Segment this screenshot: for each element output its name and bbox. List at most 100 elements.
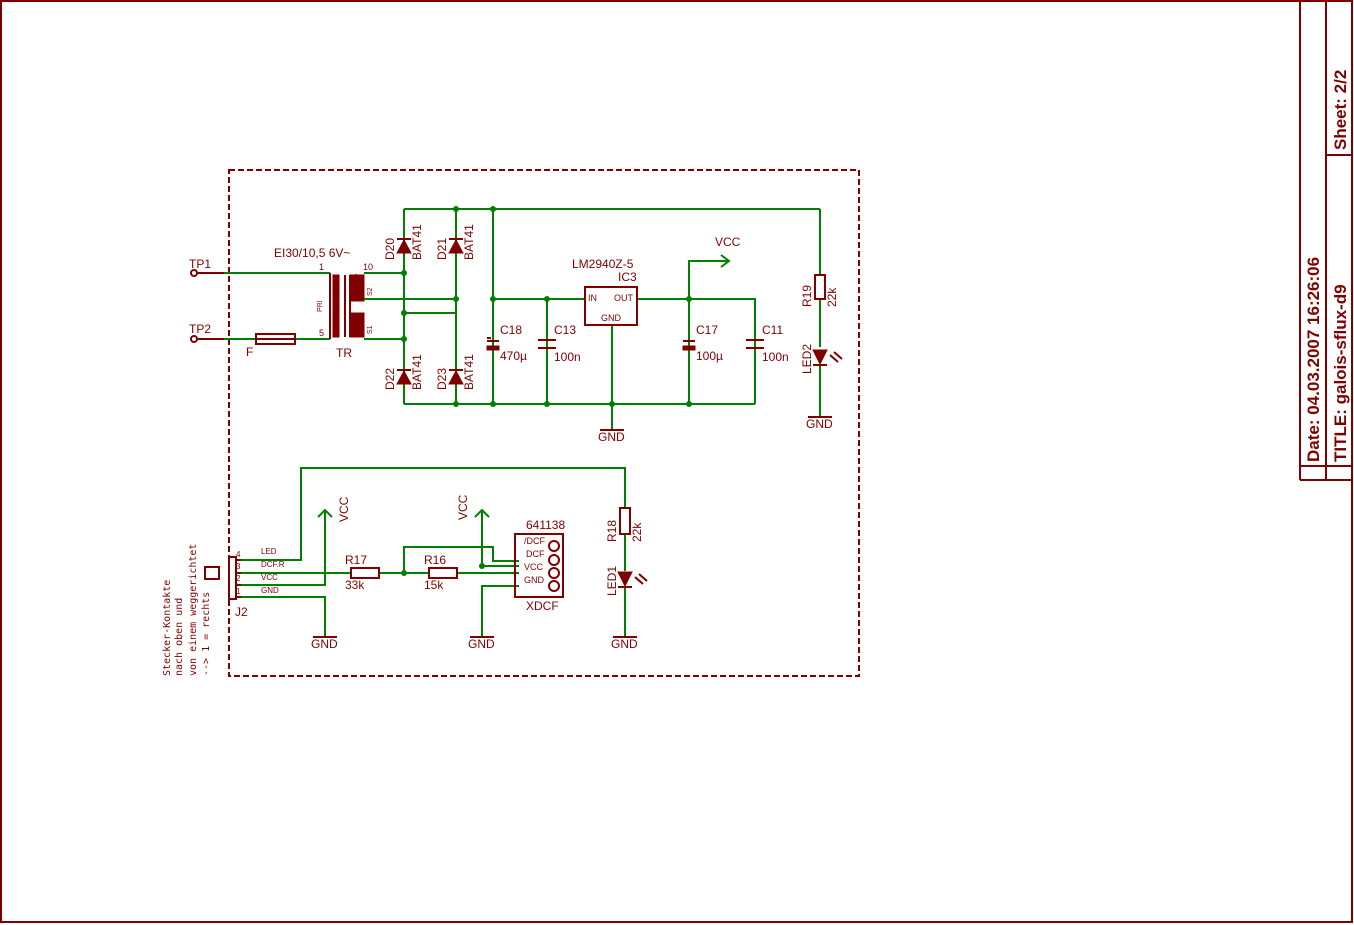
j2-pin4: 4 (236, 550, 241, 559)
gnd-symbol-j2: GND (311, 636, 338, 651)
vcc-supply-top: VCC (715, 235, 741, 268)
gnd-symbol-ic: GND (598, 429, 625, 444)
r19-label: R19 (800, 285, 814, 307)
tp2-label: TP2 (189, 322, 211, 336)
d22-label: D22 (383, 368, 397, 390)
gnd-symbol-xdcf: GND (468, 636, 495, 651)
resistor-r17: R17 33k (345, 553, 380, 592)
diode-d21: D21 BAT41 (435, 224, 476, 260)
c11-value: 100n (762, 350, 789, 364)
gnd-symbol-led1: GND (611, 636, 638, 651)
sig-gnd: GND (261, 586, 279, 595)
vcc-j2-label: VCC (337, 496, 351, 522)
c13-label: C13 (554, 323, 576, 337)
xdcf-module: 641138 XDCF /DCF DCF VCC GND (514, 518, 565, 613)
xdcf-name: XDCF (526, 599, 559, 613)
c11-label: C11 (762, 323, 783, 337)
connector-j2: J2 4 3 2 1 LED DCF.R VCC GND (204, 547, 285, 619)
ic-type: LM2940Z-5 (572, 257, 634, 271)
gnd-led1-label: GND (611, 637, 638, 651)
d20-value: BAT41 (410, 224, 424, 260)
junction-r17-r16 (401, 570, 407, 576)
transformer-s1: S1 (367, 325, 374, 334)
resistor-r16: R16 15k (424, 553, 458, 592)
gnd-j2-label: GND (311, 637, 338, 651)
fuse-label: F (246, 345, 253, 359)
transformer-name: TR (336, 346, 352, 360)
regulator-ic3: LM2940Z-5 IC3 IN OUT GND (572, 257, 638, 326)
title-label: TITLE: galois-sflux-d9 (1331, 284, 1350, 462)
transformer-tr: EI30/10,5 6V~ TR 1 5 10 PRI S2 S1 (274, 246, 404, 360)
gnd-led2-label: GND (806, 417, 833, 431)
r19-value: 22k (825, 287, 839, 307)
resistor-r18: R18 22k (605, 507, 644, 542)
r16-value: 15k (424, 578, 444, 592)
d21-label: D21 (435, 238, 449, 260)
c17-label: C17 (696, 323, 718, 337)
capacitor-c18: C18 470µ (486, 323, 527, 363)
j2-pin3: 3 (236, 562, 241, 571)
d23-label: D23 (435, 368, 449, 390)
power-junctions (401, 206, 692, 407)
gnd-xdcf-label: GND (468, 637, 495, 651)
gnd-ic-label: GND (598, 430, 625, 444)
ic-name: IC3 (618, 270, 637, 284)
transformer-pri: PRI (317, 300, 324, 312)
note-line-4: --> 1 = rechts (201, 592, 212, 676)
sheet-label: Sheet: 2/2 (1331, 70, 1350, 150)
ic-pin-gnd: GND (601, 313, 622, 323)
j2-pin1: 1 (236, 587, 241, 596)
tp2-testpoint: TP2 (189, 322, 224, 343)
d20-label: D20 (383, 238, 397, 260)
j2-pin2: 2 (236, 574, 241, 583)
resistor-r19: R19 22k (800, 274, 839, 307)
connector-section: Stecker-Kontakte nach oben und von einem… (162, 467, 648, 676)
c17-value: 100µ (696, 349, 723, 363)
d23-value: BAT41 (462, 354, 476, 390)
gnd-symbol-led2: GND (806, 416, 833, 431)
sig-led: LED (261, 547, 277, 556)
xdcf-pin-dcf: DCF (526, 549, 545, 559)
fuse: F (246, 333, 296, 359)
c18-value: 470µ (500, 349, 527, 363)
note-line-2: nach oben und (174, 598, 185, 676)
tp1-label: TP1 (189, 257, 211, 271)
led2-label: LED2 (800, 344, 814, 374)
capacitor-c11: C11 100n (746, 323, 789, 364)
j2-label: J2 (235, 605, 248, 619)
led-led1: LED1 (605, 566, 648, 596)
led-led2: LED2 (800, 344, 843, 374)
transformer-pin10: 10 (363, 262, 373, 272)
tp1-testpoint: TP1 (189, 257, 224, 277)
vcc-top-label: VCC (715, 235, 741, 249)
c13-value: 100n (554, 350, 581, 364)
transformer-pin1: 1 (319, 262, 324, 272)
junction-vcc-xdcf (479, 563, 485, 569)
sig-dcfr: DCF.R (261, 560, 285, 569)
transformer-pin5: 5 (319, 328, 324, 338)
led1-label: LED1 (605, 566, 619, 596)
ic-pin-out: OUT (614, 293, 634, 303)
d21-value: BAT41 (462, 224, 476, 260)
xdcf-type: 641138 (526, 518, 565, 532)
capacitor-c13: C13 100n (538, 323, 581, 364)
title-block: Date: 04.03.2007 16:26:06 TITLE: galois-… (1299, 0, 1353, 481)
c18-label: C18 (500, 323, 522, 337)
xdcf-pin-vcc: VCC (524, 562, 544, 572)
d22-value: BAT41 (410, 354, 424, 390)
ic-pin-in: IN (588, 293, 597, 303)
diode-d22: D22 BAT41 (383, 354, 424, 390)
sig-vcc: VCC (261, 573, 278, 582)
xdcf-pin-ndcf: /DCF (524, 536, 545, 546)
xdcf-pin-gnd: GND (524, 575, 545, 585)
note-line-1: Stecker-Kontakte (162, 580, 173, 676)
diode-d23: D23 BAT41 (435, 354, 476, 390)
r18-label: R18 (605, 520, 619, 542)
capacitor-c17: C17 100µ (682, 323, 723, 363)
r16-label: R16 (424, 553, 446, 567)
vcc-supply-j2: VCC (317, 496, 351, 522)
r18-value: 22k (630, 522, 644, 542)
transformer-s2: S2 (367, 287, 374, 296)
